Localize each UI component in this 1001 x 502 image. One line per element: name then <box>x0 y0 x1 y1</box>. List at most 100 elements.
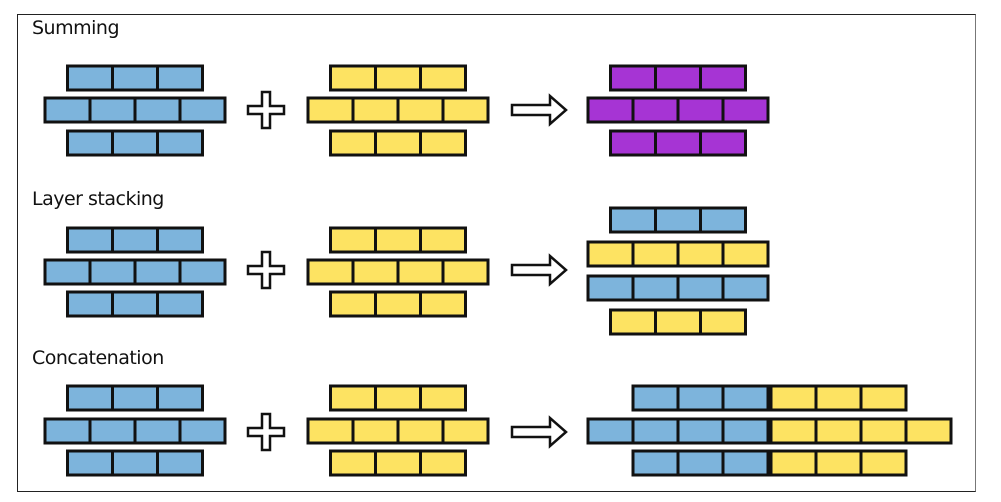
input-b-row <box>329 384 467 412</box>
input-b-row <box>329 129 467 157</box>
tensor-cell <box>721 449 770 477</box>
tensor-cell <box>721 274 770 302</box>
section-title-layer-stacking: Layer stacking <box>32 188 164 210</box>
tensor-cell <box>156 384 204 412</box>
tensor-cell <box>654 206 702 234</box>
arrow-right-icon <box>510 415 568 449</box>
tensor-cell <box>374 449 422 477</box>
tensor-cell <box>111 449 159 477</box>
tensor-cell <box>43 258 92 286</box>
plus-icon <box>246 412 286 452</box>
tensor-cell <box>814 384 863 412</box>
tensor-cell <box>88 258 137 286</box>
tensor-cell <box>156 129 204 157</box>
tensor-cell <box>699 308 747 336</box>
tensor-cell <box>769 449 818 477</box>
tensor-cell <box>374 226 422 254</box>
tensor-cell <box>721 96 770 124</box>
input-a-row <box>66 290 204 318</box>
tensor-cell <box>631 449 680 477</box>
tensor-cell <box>676 417 725 445</box>
tensor-cell <box>609 206 657 234</box>
tensor-cell <box>329 129 377 157</box>
tensor-cell <box>156 290 204 318</box>
tensor-cell <box>396 96 445 124</box>
tensor-cell <box>66 64 114 92</box>
tensor-cell <box>586 240 635 268</box>
tensor-cell <box>586 417 635 445</box>
output-row <box>609 64 747 92</box>
input-b-row <box>329 64 467 92</box>
output-row <box>586 240 770 268</box>
input-a-row <box>43 258 227 286</box>
tensor-cell <box>631 96 680 124</box>
output-row <box>769 449 908 477</box>
tensor-cell <box>351 96 400 124</box>
section-title-concatenation: Concatenation <box>32 347 164 369</box>
tensor-cell <box>66 449 114 477</box>
tensor-cell <box>111 384 159 412</box>
input-a-row <box>43 96 227 124</box>
tensor-cell <box>721 384 770 412</box>
tensor-cell <box>814 417 863 445</box>
output-row <box>586 274 770 302</box>
tensor-cell <box>178 258 227 286</box>
input-b-row <box>329 449 467 477</box>
tensor-cell <box>631 417 680 445</box>
tensor-cell <box>699 129 747 157</box>
output-row <box>586 96 770 124</box>
input-a-row <box>66 129 204 157</box>
tensor-cell <box>396 417 445 445</box>
output-row <box>609 129 747 157</box>
tensor-cell <box>351 258 400 286</box>
tensor-cell <box>676 240 725 268</box>
tensor-cell <box>441 96 490 124</box>
tensor-cell <box>111 64 159 92</box>
input-b-row <box>306 258 490 286</box>
tensor-cell <box>306 417 355 445</box>
input-a-row <box>66 449 204 477</box>
input-a-row <box>66 64 204 92</box>
tensor-cell <box>814 449 863 477</box>
tensor-cell <box>676 449 725 477</box>
plus-icon <box>246 250 286 290</box>
output-row <box>769 384 908 412</box>
tensor-cell <box>156 449 204 477</box>
tensor-cell <box>133 258 182 286</box>
input-b-row <box>329 226 467 254</box>
output-row <box>586 417 770 445</box>
tensor-cell <box>306 96 355 124</box>
plus-icon <box>246 90 286 130</box>
tensor-cell <box>329 64 377 92</box>
tensor-cell <box>111 129 159 157</box>
tensor-cell <box>586 96 635 124</box>
tensor-cell <box>66 290 114 318</box>
tensor-cell <box>676 274 725 302</box>
figure-frame <box>17 14 976 492</box>
tensor-cell <box>396 258 445 286</box>
tensor-cell <box>66 129 114 157</box>
output-row <box>609 308 747 336</box>
tensor-cell <box>178 96 227 124</box>
tensor-cell <box>419 384 467 412</box>
tensor-cell <box>329 384 377 412</box>
input-a-row <box>66 384 204 412</box>
tensor-cell <box>88 417 137 445</box>
tensor-cell <box>374 384 422 412</box>
output-row <box>631 449 770 477</box>
tensor-cell <box>66 226 114 254</box>
tensor-cell <box>654 64 702 92</box>
tensor-cell <box>609 129 657 157</box>
tensor-cell <box>586 274 635 302</box>
input-a-row <box>66 226 204 254</box>
tensor-cell <box>43 417 92 445</box>
tensor-cell <box>419 290 467 318</box>
tensor-cell <box>859 384 908 412</box>
tensor-cell <box>859 449 908 477</box>
tensor-cell <box>88 96 137 124</box>
input-b-row <box>329 290 467 318</box>
tensor-cell <box>654 308 702 336</box>
tensor-cell <box>609 308 657 336</box>
tensor-cell <box>306 258 355 286</box>
